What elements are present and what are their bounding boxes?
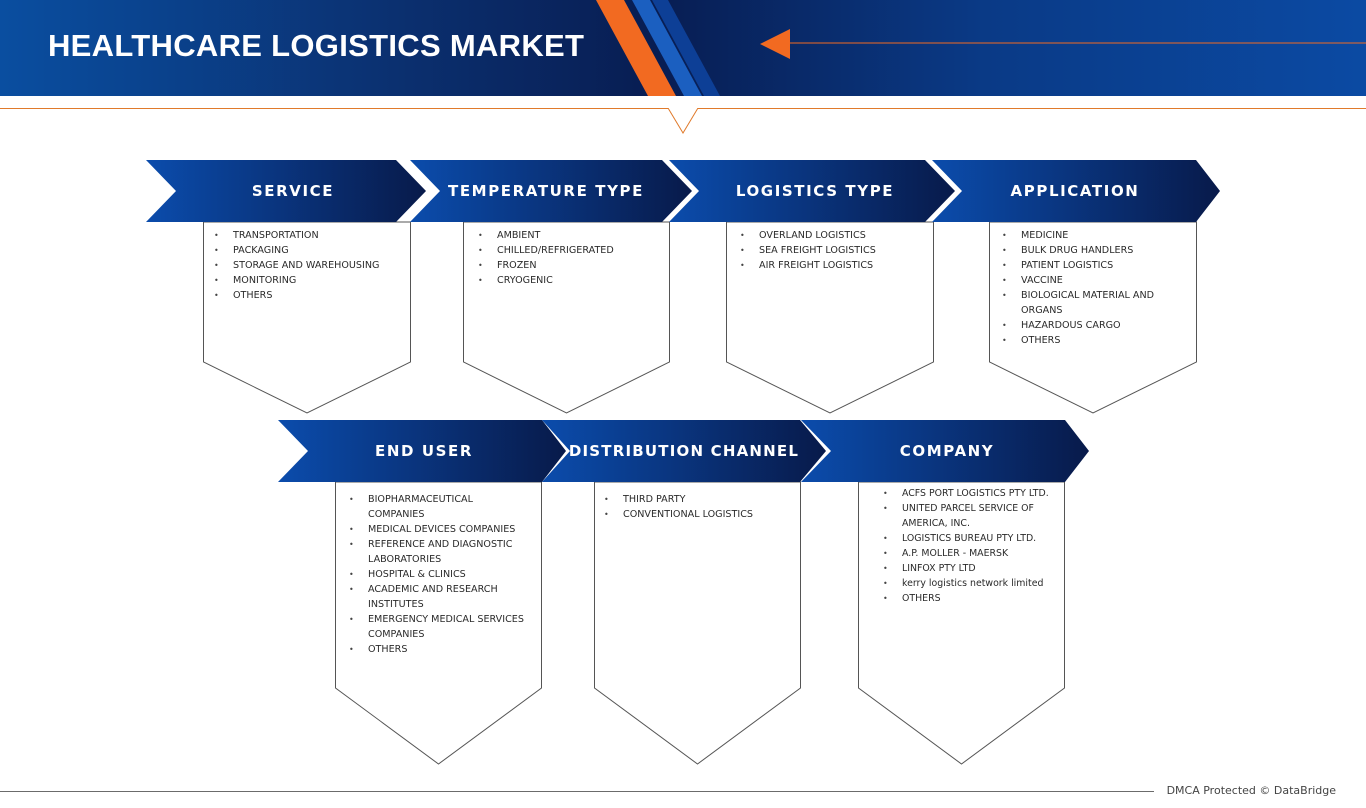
- segment-banner: TEMPERATURE TYPE: [410, 160, 692, 222]
- list-item: CHILLED/REFRIGERATED: [478, 243, 668, 258]
- segment-items: BIOPHARMACEUTICAL COMPANIES MEDICAL DEVI…: [349, 492, 529, 657]
- segment-banner: LOGISTICS TYPE: [669, 160, 955, 222]
- segment-title: SERVICE: [251, 182, 335, 200]
- list-item: REFERENCE AND DIAGNOSTIC LABORATORIES: [349, 537, 529, 567]
- segment-banner: APPLICATION: [932, 160, 1220, 222]
- segment-items: ACFS PORT LOGISTICS PTY LTD. UNITED PARC…: [883, 486, 1063, 606]
- page-title: HEALTHCARE LOGISTICS MARKET: [48, 28, 585, 63]
- segment-title: COMPANY: [899, 442, 995, 460]
- segment-title: APPLICATION: [1010, 182, 1140, 200]
- list-item: PATIENT LOGISTICS: [1002, 258, 1174, 273]
- list-item: VACCINE: [1002, 273, 1174, 288]
- chevron-down-icon: [667, 108, 699, 134]
- list-item: BIOPHARMACEUTICAL COMPANIES: [349, 492, 529, 522]
- list-item: EMERGENCY MEDICAL SERVICES COMPANIES: [349, 612, 529, 642]
- list-item: OVERLAND LOGISTICS: [740, 228, 930, 243]
- list-item: OTHERS: [883, 591, 1063, 606]
- segment-banner: END USER: [278, 420, 566, 482]
- list-item: TRANSPORTATION: [214, 228, 404, 243]
- segment-logistics-type: LOGISTICS TYPE OVERLAND LOGISTICS SEA FR…: [669, 160, 955, 420]
- segment-title: TEMPERATURE TYPE: [447, 182, 644, 200]
- list-item: MEDICAL DEVICES COMPANIES: [349, 522, 529, 537]
- segment-title: END USER: [374, 442, 474, 460]
- list-item: LINFOX PTY LTD: [883, 561, 1063, 576]
- list-item: UNITED PARCEL SERVICE OF AMERICA, INC.: [883, 501, 1063, 531]
- list-item: OTHERS: [1002, 333, 1174, 348]
- segment-items: AMBIENT CHILLED/REFRIGERATED FROZEN CRYO…: [478, 228, 668, 288]
- list-item: OTHERS: [214, 288, 404, 303]
- list-item: MEDICINE: [1002, 228, 1174, 243]
- segment-service: SERVICE TRANSPORTATION PACKAGING STORAGE…: [146, 160, 426, 420]
- segment-title: LOGISTICS TYPE: [735, 182, 895, 200]
- segment-banner: DISTRIBUTION CHANNEL: [542, 420, 826, 482]
- segment-distribution-channel: DISTRIBUTION CHANNEL THIRD PARTY CONVENT…: [542, 420, 826, 770]
- list-item: OTHERS: [349, 642, 529, 657]
- segment-items: THIRD PARTY CONVENTIONAL LOGISTICS: [604, 492, 794, 522]
- footer-copyright: DMCA Protected © DataBridge: [1166, 784, 1336, 797]
- list-item: CONVENTIONAL LOGISTICS: [604, 507, 794, 522]
- segment-items: TRANSPORTATION PACKAGING STORAGE AND WAR…: [214, 228, 404, 303]
- list-item: THIRD PARTY: [604, 492, 794, 507]
- footer-divider: [0, 791, 1154, 792]
- list-item: MONITORING: [214, 273, 404, 288]
- segment-company: COMPANY ACFS PORT LOGISTICS PTY LTD. UNI…: [801, 420, 1089, 770]
- list-item: FROZEN: [478, 258, 668, 273]
- list-item: STORAGE AND WAREHOUSING: [214, 258, 404, 273]
- list-item: LOGISTICS BUREAU PTY LTD.: [883, 531, 1063, 546]
- arrow-left-icon: [760, 29, 790, 59]
- list-item: ACADEMIC AND RESEARCH INSTITUTES: [349, 582, 529, 612]
- list-item: BULK DRUG HANDLERS: [1002, 243, 1174, 258]
- segment-banner: COMPANY: [801, 420, 1089, 482]
- list-item: HOSPITAL & CLINICS: [349, 567, 529, 582]
- list-item: SEA FREIGHT LOGISTICS: [740, 243, 930, 258]
- list-item: A.P. MOLLER - MAERSK: [883, 546, 1063, 561]
- list-item: BIOLOGICAL MATERIAL AND ORGANS: [1002, 288, 1174, 318]
- list-item: HAZARDOUS CARGO: [1002, 318, 1174, 333]
- header-banner: HEALTHCARE LOGISTICS MARKET: [0, 0, 1366, 96]
- list-item: kerry logistics network limited: [883, 576, 1063, 591]
- list-item: CRYOGENIC: [478, 273, 668, 288]
- list-item: AMBIENT: [478, 228, 668, 243]
- segment-application: APPLICATION MEDICINE BULK DRUG HANDLERS …: [932, 160, 1220, 420]
- segment-end-user: END USER BIOPHARMACEUTICAL COMPANIES MED…: [278, 420, 566, 770]
- segment-temperature-type: TEMPERATURE TYPE AMBIENT CHILLED/REFRIGE…: [410, 160, 692, 420]
- segment-outline: [594, 481, 801, 765]
- segment-banner: SERVICE: [146, 160, 426, 222]
- list-item: PACKAGING: [214, 243, 404, 258]
- segment-items: OVERLAND LOGISTICS SEA FREIGHT LOGISTICS…: [740, 228, 930, 273]
- list-item: ACFS PORT LOGISTICS PTY LTD.: [883, 486, 1063, 501]
- segment-title: DISTRIBUTION CHANNEL: [568, 442, 800, 460]
- segment-items: MEDICINE BULK DRUG HANDLERS PATIENT LOGI…: [1002, 228, 1174, 348]
- list-item: AIR FREIGHT LOGISTICS: [740, 258, 930, 273]
- header-decoration: [596, 0, 1366, 96]
